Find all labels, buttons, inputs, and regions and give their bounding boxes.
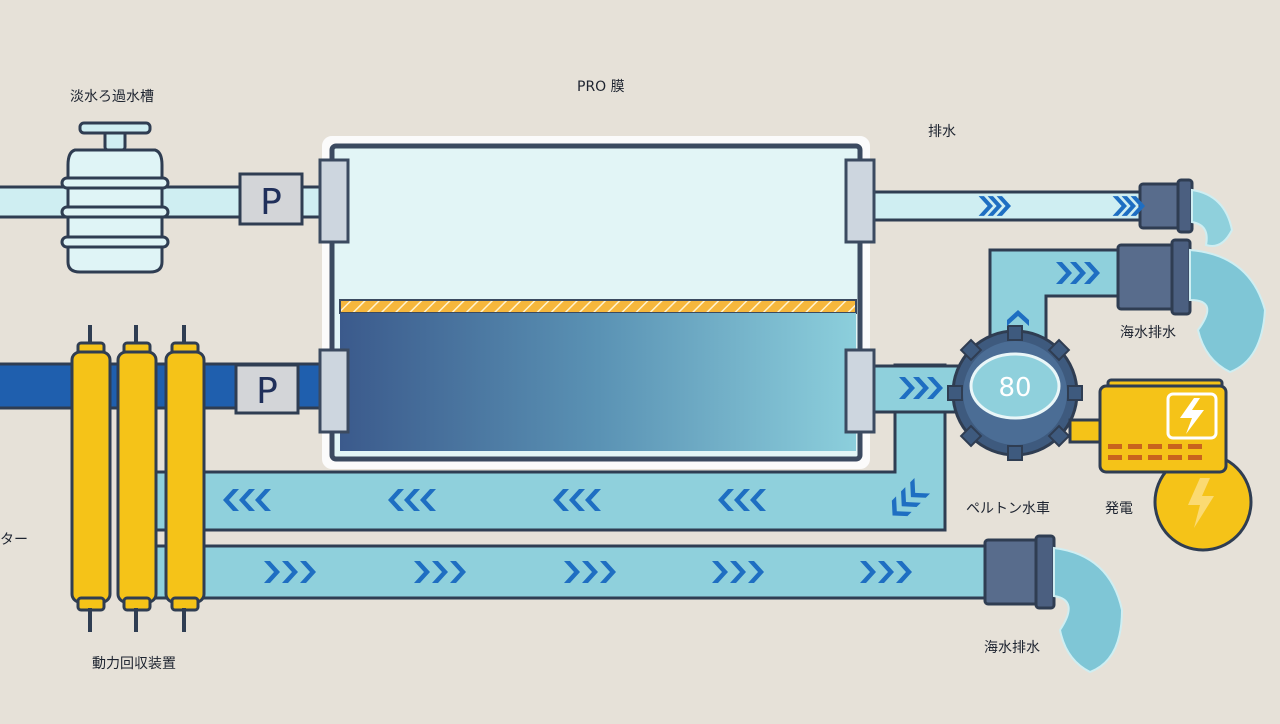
pro-membrane-vessel xyxy=(318,136,876,469)
drain-label: 排水 xyxy=(928,124,956,140)
power-recovery-label: 動力回収装置 xyxy=(92,656,176,672)
seawater-nozzle-upper xyxy=(1116,238,1267,374)
pelton-turbine xyxy=(947,325,1083,461)
seawater-nozzle-lower xyxy=(983,534,1124,674)
membrane-label: PRO 膜 xyxy=(577,79,625,95)
generator xyxy=(1098,378,1253,552)
upper-pump-label: P xyxy=(260,182,282,223)
seawater-drain-lower-label: 海水排水 xyxy=(984,640,1040,656)
drain-nozzle xyxy=(1138,178,1234,247)
lower-pump xyxy=(234,363,300,415)
outlet-pipe-to-turbine xyxy=(868,364,962,414)
turbine-reading: 80 xyxy=(998,373,1031,403)
seawater-outflow-pipe-lower xyxy=(123,544,997,600)
power-recovery-device xyxy=(70,325,206,632)
seawater-drain-upper-label: 海水排水 xyxy=(1120,325,1176,341)
turbine-gauge xyxy=(969,352,1061,420)
upper-pump xyxy=(238,172,304,226)
pelton-wheel-label: ペルトン水車 xyxy=(966,501,1050,517)
generation-label: 発電 xyxy=(1105,501,1133,517)
lower-pump-label: P xyxy=(256,371,278,412)
freshwater-tank-label: 淡水ろ過水槽 xyxy=(70,89,154,105)
membrane-layer xyxy=(339,299,857,314)
freshwater-tank xyxy=(60,121,170,274)
left-cut-label: ター xyxy=(0,532,28,548)
